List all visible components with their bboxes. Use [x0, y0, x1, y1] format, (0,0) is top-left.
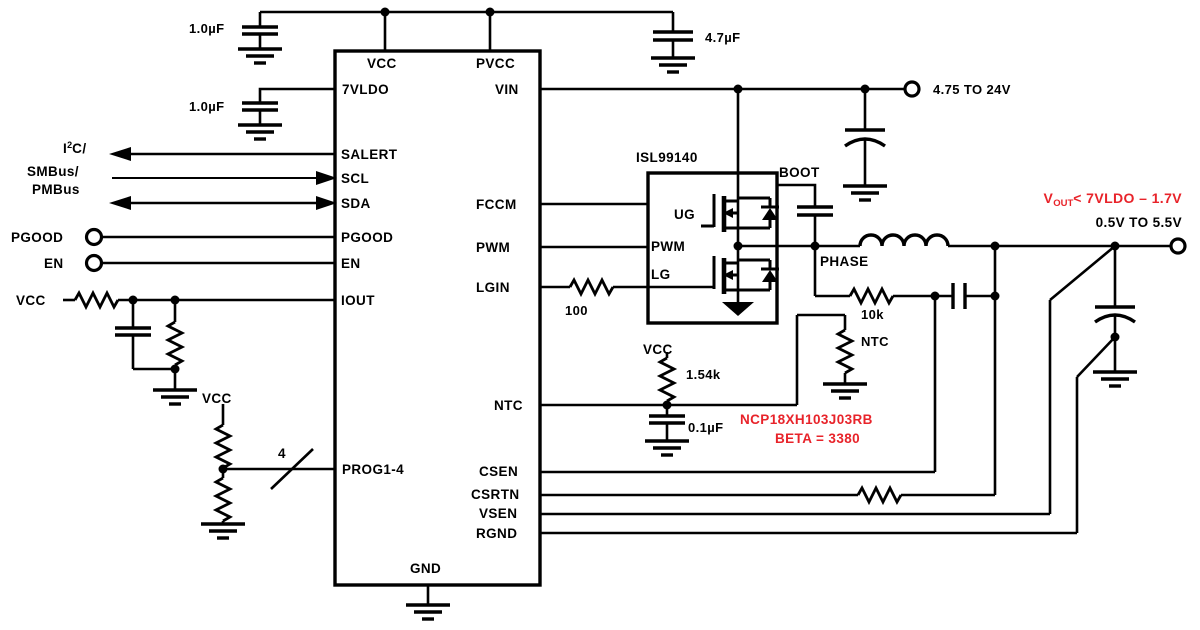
wires [63, 10, 1171, 605]
i2c-label: I2C/ [63, 140, 87, 156]
resistor-prog-upper [212, 423, 234, 470]
net-label-boot: BOOT [779, 165, 820, 180]
vcc-net-label: VCC [16, 293, 46, 308]
cap-ntc-0p1uF [649, 414, 685, 425]
thermistor-type-label: NTC [861, 334, 889, 349]
pgood-terminal [84, 227, 104, 247]
pin-label-scl: SCL [341, 171, 370, 186]
bus-width-label: 4 [278, 446, 286, 461]
pin-label-7vldo: 7VLDO [342, 82, 390, 97]
high-side-mosfet [701, 194, 779, 232]
vcc-net-label: VCC [643, 342, 673, 357]
resistor-iout [73, 289, 120, 311]
low-side-mosfet [712, 256, 779, 294]
thermistor-value-label: 10k [861, 307, 884, 322]
en-signal-label: EN [44, 256, 64, 271]
resistor-thermistor-10k [834, 328, 856, 375]
cap-value-label: 1.0µF [189, 99, 225, 114]
driver-ic-outline [646, 171, 779, 325]
cap-value-label: 4.7µF [705, 30, 741, 45]
junction-dots [128, 7, 1120, 474]
pin-label-gnd: GND [410, 561, 442, 576]
cap-pvcc-4p7uF [653, 30, 693, 42]
resistors [73, 276, 903, 523]
smbus-label: SMBus/ [27, 164, 79, 179]
ground [238, 123, 282, 141]
pin-label-pvcc: PVCC [476, 56, 516, 71]
pin-label-fccm: FCCM [476, 197, 517, 212]
sda-arrow-left [109, 196, 131, 210]
main-ic-outline [333, 49, 542, 587]
resistor-iout-filter [164, 320, 186, 367]
ground [645, 439, 689, 457]
ground [843, 184, 887, 202]
pin-label-pwm: PWM [476, 240, 511, 255]
cap-7vldo-1uF [242, 101, 278, 112]
ground-symbols [153, 47, 1137, 621]
terminals [84, 80, 1187, 273]
resistor-value-label: 100 [565, 303, 588, 318]
ground [238, 47, 282, 65]
cap-vin-bulk [844, 128, 886, 148]
scl-arrow-right [316, 171, 337, 185]
ground [153, 388, 197, 406]
driver-label-ug: UG [674, 207, 696, 222]
pin-label-vsen: VSEN [479, 506, 518, 521]
en-terminal [84, 253, 104, 273]
cap-value-label: 1.0µF [189, 21, 225, 36]
pin-label-ntc: NTC [494, 398, 523, 413]
pin-label-csen: CSEN [479, 464, 519, 479]
driver-part-number: ISL99140 [636, 150, 698, 165]
thermistor-beta-note: BETA = 3380 [775, 431, 861, 446]
resistor-phase-sense [848, 285, 895, 307]
cap-boot [797, 205, 833, 217]
driver-label-lg: LG [651, 267, 671, 282]
vcc-net-label: VCC [202, 391, 232, 406]
ground [1093, 370, 1137, 388]
capacitors [115, 25, 1136, 425]
vout-terminal [1169, 237, 1187, 255]
vin-range-label: 4.75 TO 24V [933, 82, 1011, 97]
net-label-phase: PHASE [820, 254, 869, 269]
cap-current-sense [951, 283, 967, 309]
ground [406, 603, 450, 621]
resistor-lgin-100 [568, 276, 615, 298]
pin-label-salert: SALERT [341, 147, 398, 162]
cap-value-label: 0.1µF [688, 420, 724, 435]
pin-label-rgnd: RGND [476, 526, 518, 541]
thermistor-part-note: NCP18XH103J03RB [740, 412, 873, 427]
resistor-ntc-pullup-1p54k [656, 356, 678, 403]
pin-label-vcc: VCC [367, 56, 397, 71]
pin-label-prog1-4: PROG1-4 [342, 462, 405, 477]
bus-arrows [109, 147, 337, 210]
pin-label-en: EN [341, 256, 361, 271]
pin-label-lgin: LGIN [476, 280, 510, 295]
pgood-signal-label: PGOOD [11, 230, 64, 245]
cap-iout-filter [115, 326, 151, 337]
vin-terminal [903, 80, 921, 98]
output-inductor [858, 233, 950, 247]
pin-label-pgood: PGOOD [341, 230, 394, 245]
resistor-value-label: 1.54k [686, 367, 721, 382]
pin-label-iout: IOUT [341, 293, 375, 308]
resistor-csrtn [856, 484, 903, 506]
cap-vcc-1uF [242, 25, 278, 36]
resistor-prog-lower [212, 476, 234, 523]
ground [823, 382, 867, 400]
driver-label-pwm: PWM [651, 239, 686, 254]
pmbus-label: PMBus [32, 182, 80, 197]
vout-range-label: 0.5V TO 5.5V [1095, 215, 1182, 230]
ground [651, 56, 695, 74]
cap-vout-bulk [1094, 305, 1136, 324]
sda-arrow-right [316, 196, 337, 210]
ground [201, 522, 245, 540]
power-ground-triangle [722, 302, 754, 316]
salert-arrow-left [109, 147, 131, 161]
pin-label-csrtn: CSRTN [471, 487, 520, 502]
pin-label-sda: SDA [341, 196, 371, 211]
pin-label-vin: VIN [495, 82, 519, 97]
